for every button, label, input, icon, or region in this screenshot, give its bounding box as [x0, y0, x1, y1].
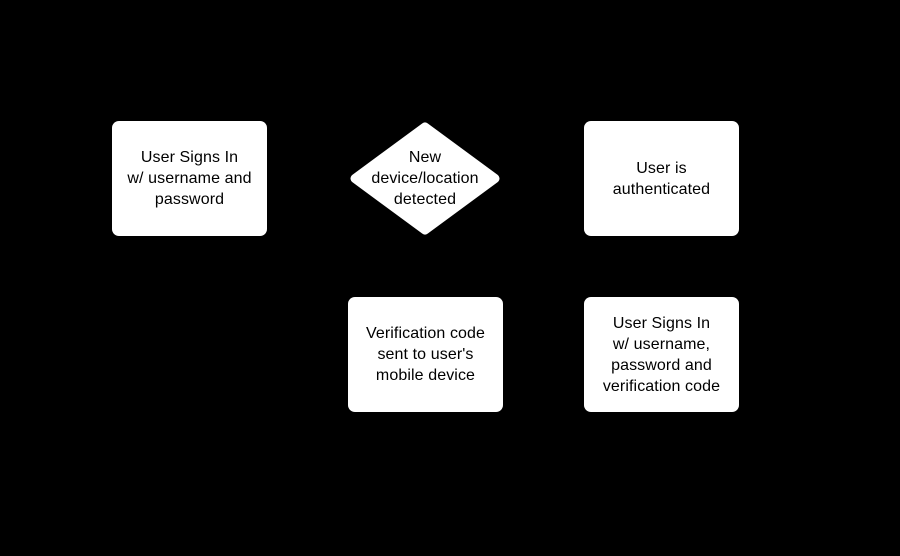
diamond-shape: [350, 122, 500, 235]
terminal-node-user-authenticated: User is authenticated: [584, 121, 739, 236]
node-label-verification-code-sent: Verification code sent to user's mobile …: [365, 325, 486, 384]
process-node-verification-code-sent: Verification code sent to user's mobile …: [348, 297, 503, 412]
process-node-signin-with-verification: User Signs In w/ username, password and …: [584, 297, 739, 412]
node-label-new-device-location: New device/location detected: [371, 149, 479, 208]
node-label-signin-with-verification: User Signs In w/ username, password and …: [602, 314, 721, 395]
node-label-user-authenticated: User is authenticated: [612, 159, 711, 198]
decision-node-new-device-location: New device/location detected: [350, 122, 500, 235]
process-node-signin-password: User Signs In w/ username and password: [112, 121, 267, 236]
node-label-signin-password: User Signs In w/ username and password: [127, 149, 252, 208]
